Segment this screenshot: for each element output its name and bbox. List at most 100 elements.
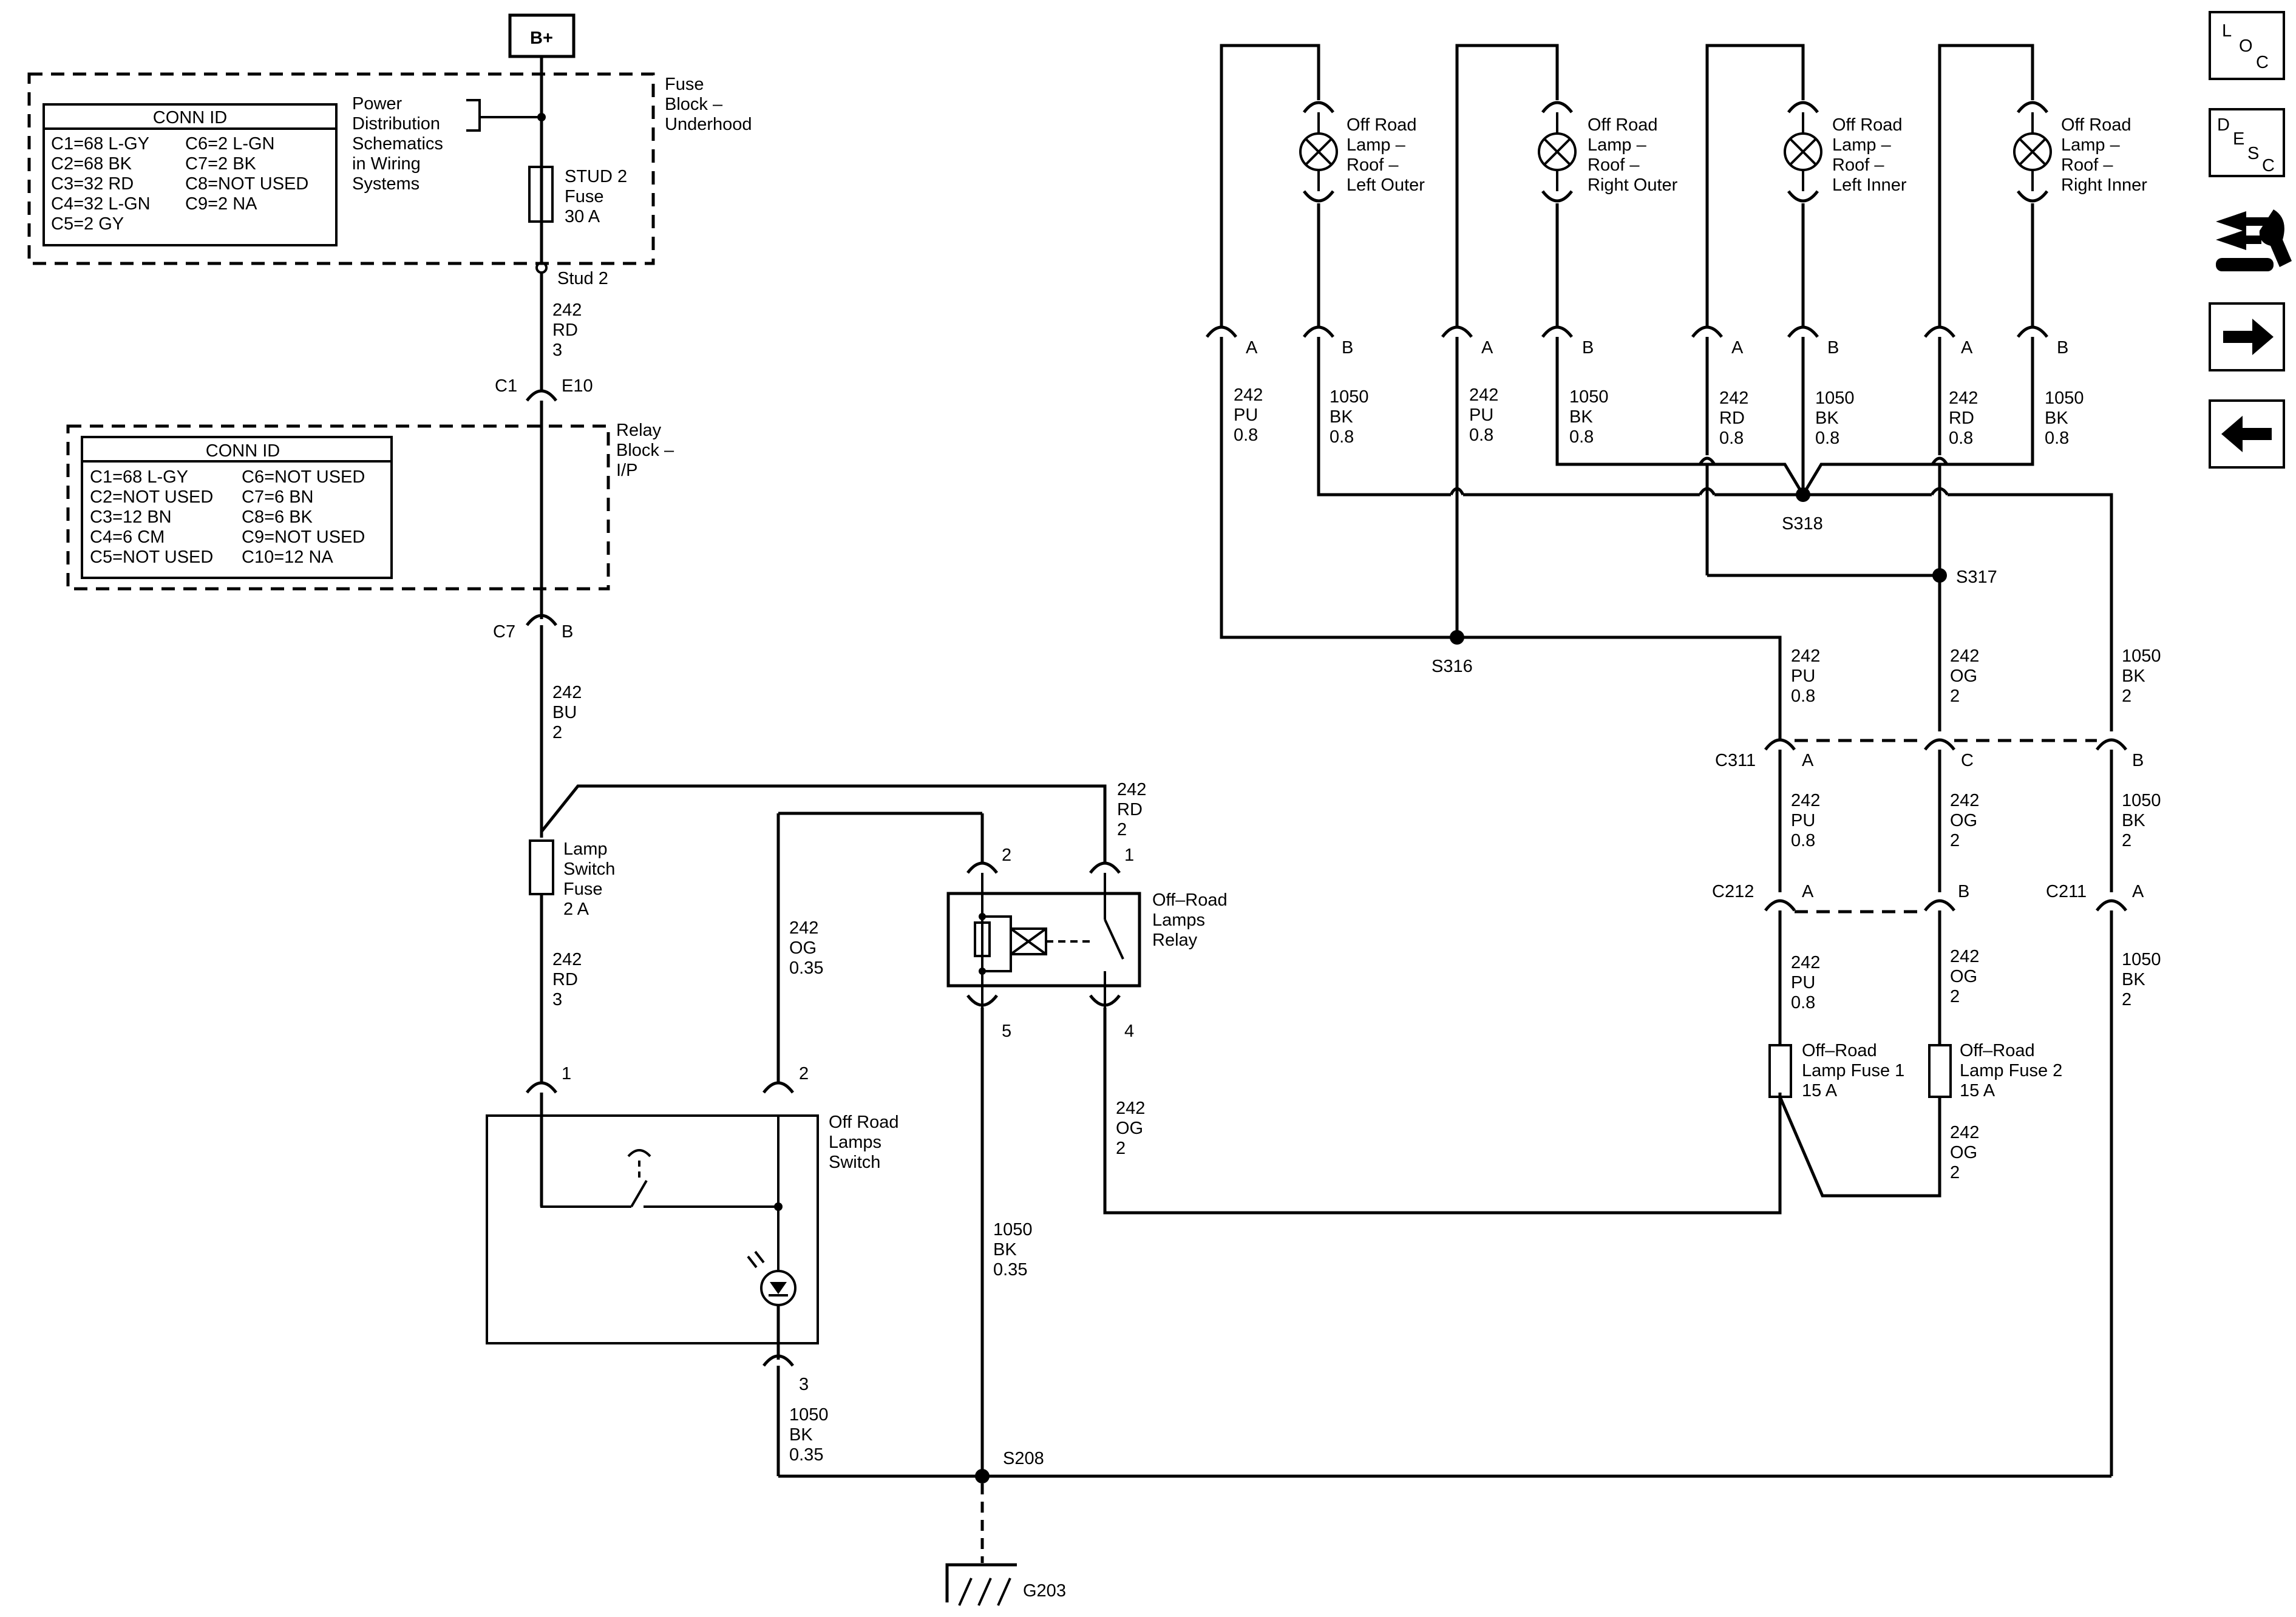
svg-text:RD: RD <box>1719 408 1745 428</box>
stud2-fuse <box>528 166 554 223</box>
svg-text:2: 2 <box>1950 987 1960 1006</box>
connector-c212 <box>1764 899 1955 914</box>
splice-s208 <box>975 1469 990 1483</box>
svg-text:PU: PU <box>1469 405 1493 425</box>
nav-forward-button[interactable] <box>2209 302 2285 371</box>
c212-pin-b: B <box>1958 882 1969 901</box>
switch-label: Off Road Lamps Switch <box>829 1113 899 1172</box>
connector-wrench-icon[interactable] <box>2216 209 2292 271</box>
svg-text:C3=32 RD: C3=32 RD <box>51 174 134 194</box>
svg-text:1050: 1050 <box>2122 950 2161 969</box>
svg-text:242: 242 <box>1791 953 1820 972</box>
wire-label-relay5-gnd: 1050 BK 0.35 <box>993 1220 1033 1280</box>
svg-text:Block –: Block – <box>665 95 723 114</box>
svg-text:Switch: Switch <box>829 1153 880 1172</box>
svg-text:Left Outer: Left Outer <box>1347 175 1425 195</box>
svg-text:Power: Power <box>352 94 402 114</box>
b-plus-label: B+ <box>530 29 553 48</box>
svg-text:242: 242 <box>1116 1099 1145 1118</box>
svg-text:Left Inner: Left Inner <box>1832 175 1907 195</box>
svg-text:0.8: 0.8 <box>1469 425 1493 445</box>
svg-text:Schematics: Schematics <box>352 134 443 154</box>
svg-text:Roof –: Roof – <box>1347 155 1399 175</box>
nav-back-button[interactable] <box>2209 399 2285 469</box>
svg-text:Off Road: Off Road <box>2061 115 2131 135</box>
svg-text:2: 2 <box>1116 1139 1126 1158</box>
conn-id-right-column: C6=2 L-GN C7=2 BK C8=NOT USED C9=2 NA <box>185 134 308 214</box>
svg-text:242: 242 <box>1950 646 1979 666</box>
lamp-switch-fuse <box>529 839 554 895</box>
svg-text:242: 242 <box>1234 385 1263 405</box>
c212-label: C212 <box>1712 882 1754 901</box>
svg-text:C9=2 NA: C9=2 NA <box>185 194 257 214</box>
svg-text:BK: BK <box>993 1240 1017 1259</box>
conn-id-table-relay <box>81 436 393 579</box>
svg-text:3: 3 <box>552 990 562 1009</box>
lamp-connectors <box>1206 325 2048 338</box>
svg-text:BK: BK <box>2045 408 2068 428</box>
svg-text:RD: RD <box>1949 408 1974 428</box>
relay-pin5-label: 5 <box>1002 1022 1011 1041</box>
svg-text:Relay: Relay <box>1152 931 1198 950</box>
svg-text:1050: 1050 <box>1330 387 1369 407</box>
wire-labels-below-c212: 242 PU 0.8 242 OG 2 1050 BK 2 <box>1791 947 2161 1012</box>
lamp-fuse-2-label: Off–Road Lamp Fuse 2 15 A <box>1960 1041 2062 1100</box>
svg-text:1050: 1050 <box>2122 646 2161 666</box>
svg-text:C9=NOT USED: C9=NOT USED <box>242 527 365 547</box>
nav-desc-button[interactable]: D E S C <box>2209 108 2285 177</box>
nav-loc-button[interactable]: L O C <box>2209 11 2285 80</box>
svg-text:C7=2 BK: C7=2 BK <box>185 154 257 174</box>
connector-c311 <box>1764 731 2127 751</box>
svg-text:0.8: 0.8 <box>1569 427 1594 447</box>
s318-label: S318 <box>1782 514 1823 534</box>
svg-text:OG: OG <box>789 938 817 958</box>
svg-text:Off Road: Off Road <box>1832 115 1903 135</box>
conn-id-left-column: C1=68 L-GY C2=68 BK C3=32 RD C4=32 L-GN … <box>51 134 151 234</box>
svg-text:C1=68 L-GY: C1=68 L-GY <box>51 134 149 154</box>
wire-label-fuse2-dn: 242 OG 2 <box>1950 1123 1979 1182</box>
relay-pin2-connector <box>966 861 998 874</box>
svg-text:C5=2 GY: C5=2 GY <box>51 214 124 234</box>
svg-text:0.35: 0.35 <box>993 1260 1027 1280</box>
svg-text:15 A: 15 A <box>1802 1081 1838 1100</box>
svg-text:0.8: 0.8 <box>1791 831 1815 850</box>
relay-pin4-label: 4 <box>1124 1022 1134 1041</box>
s208-label: S208 <box>1003 1449 1044 1468</box>
splice-s317 <box>1932 568 1947 583</box>
svg-text:Right Inner: Right Inner <box>2061 175 2147 195</box>
relay-label: Off–Road Lamps Relay <box>1152 890 1228 950</box>
svg-text:Block –: Block – <box>616 441 674 460</box>
svg-text:L: L <box>2222 21 2232 41</box>
svg-text:242: 242 <box>1949 388 1978 408</box>
svg-text:Fuse: Fuse <box>565 187 603 206</box>
svg-text:OG: OG <box>1950 967 1977 986</box>
lamp-right-inner-label: Off Road Lamp – Roof – Right Inner <box>2061 115 2147 195</box>
svg-text:BK: BK <box>2122 811 2145 830</box>
svg-text:1050: 1050 <box>1815 388 1855 408</box>
svg-text:Lamp –: Lamp – <box>1588 135 1647 155</box>
c212-pin-a: A <box>1802 882 1814 901</box>
svg-text:Lamp Fuse 2: Lamp Fuse 2 <box>1960 1061 2062 1080</box>
relay-pin1-label: 1 <box>1124 846 1134 865</box>
switch-pin1-connector <box>526 1081 557 1094</box>
relay-contact <box>1104 919 1124 960</box>
svg-text:Underhood: Underhood <box>665 115 752 134</box>
svg-text:242: 242 <box>552 300 582 320</box>
connector-c1-e10 <box>526 389 557 402</box>
c7-label: C7 <box>493 622 515 642</box>
svg-text:2 A: 2 A <box>563 900 589 919</box>
svg-text:in Wiring: in Wiring <box>352 154 421 174</box>
wire-label-switch2-relay2: 242 OG 0.35 <box>789 918 823 978</box>
wire-label-c7-fuse: 242 BU 2 <box>552 683 582 742</box>
connector-c211 <box>2096 899 2127 912</box>
svg-text:BK: BK <box>1330 407 1353 427</box>
relay-block-ip-box <box>66 424 610 591</box>
c311-pin-b: B <box>2132 751 2144 770</box>
c311-label: C311 <box>1715 751 1756 770</box>
switch-pin2-label: 2 <box>799 1064 809 1083</box>
svg-text:C6=NOT USED: C6=NOT USED <box>242 467 365 487</box>
splice-s318 <box>1796 487 1810 502</box>
off-road-lamps-relay <box>946 892 1141 988</box>
switch-pin2-connector <box>763 1081 794 1094</box>
svg-text:BK: BK <box>1569 407 1593 427</box>
